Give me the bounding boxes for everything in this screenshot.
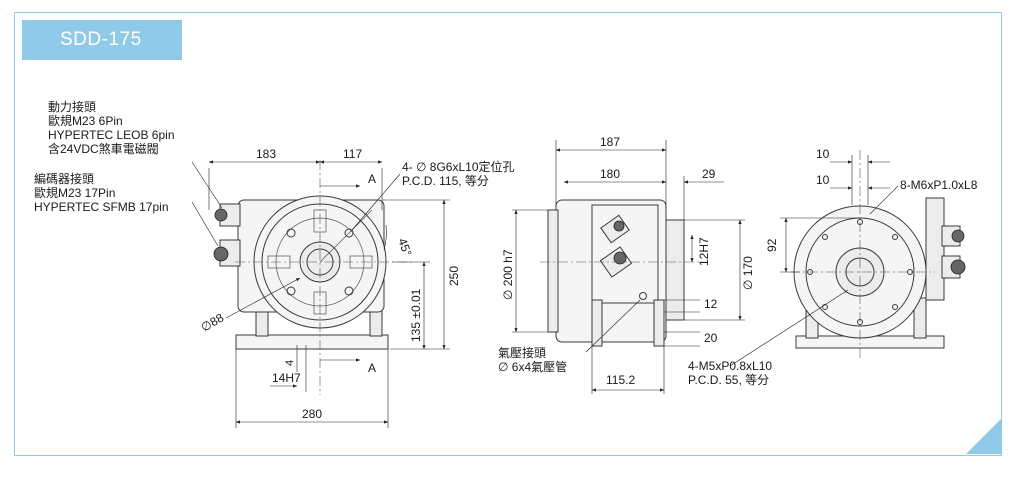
front-view: 183 117 A A 45° 250 135 ±0.01 ∅88 4 14H7… <box>191 147 461 428</box>
encoder-connector-line2: 歐規M23 17Pin <box>34 186 116 200</box>
rear-screws-leader <box>729 289 849 367</box>
rear-connector-housing <box>925 197 945 301</box>
dim-12: 12 <box>704 297 718 311</box>
rear-screws-line2: P.C.D. 55, 等分 <box>688 373 770 387</box>
power-leader <box>191 161 223 209</box>
encoder-connector-label: 編碼器接頭 歐規M23 17Pin HYPERTEC SFMB 17pin <box>34 172 169 214</box>
side-view: 187 180 29 ∅ 200 h7 ∅ 170 12H7 12 20 115… <box>501 135 755 394</box>
rear-thread-hole-4 <box>892 304 898 310</box>
section-a-top: A <box>368 172 376 186</box>
dim-187: 187 <box>600 135 620 149</box>
dim-135: 135 ±0.01 <box>409 288 423 342</box>
rear-thread-hole-1 <box>857 219 863 225</box>
locating-leader <box>351 173 401 231</box>
locating-holes-line1: 4- ∅ 8G6xL10定位孔 <box>402 160 515 174</box>
side-left-leg <box>591 299 603 347</box>
air-connector-label: 氣壓接頭 ∅ 6x4氣壓管 <box>498 346 567 374</box>
dim-29: 29 <box>702 167 716 181</box>
dim-4: 4 <box>284 360 296 366</box>
dim-14h7: 14H7 <box>272 371 301 385</box>
dim-10b: 10 <box>816 173 830 187</box>
model-title: SDD-175 <box>60 29 142 50</box>
rear-thread-hole-3 <box>907 269 913 275</box>
dim-92: 92 <box>765 238 779 252</box>
dim-20: 20 <box>704 331 718 345</box>
front-45deg-line <box>319 209 373 263</box>
dim-200h7: ∅ 200 h7 <box>501 249 515 300</box>
dim-10a: 10 <box>816 147 830 161</box>
front-locating-hole-3 <box>286 286 296 296</box>
dim-115: 115.2 <box>606 373 635 387</box>
locating-holes-line2: P.C.D. 115, 等分 <box>402 174 489 188</box>
front-locating-hole-1 <box>286 228 296 238</box>
front-base-plate <box>235 334 389 350</box>
front-encoder-connector <box>213 239 241 267</box>
side-air-port <box>639 292 647 300</box>
section-a-bottom: A <box>368 361 376 375</box>
rear-thread-label: 8-M6xP1.0xL8 <box>900 178 978 192</box>
side-power-connector <box>600 214 630 244</box>
dim-280: 280 <box>302 407 322 421</box>
locating-holes-label: 4- ∅ 8G6xL10定位孔 P.C.D. 115, 等分 <box>402 160 515 188</box>
corner-decoration <box>966 418 1002 454</box>
side-rear-hub <box>665 219 685 321</box>
rear-power-connector <box>941 225 965 247</box>
dim-170: ∅ 170 <box>741 256 755 290</box>
rear-view: 10 10 92 <box>729 147 966 367</box>
rear-encoder-connector <box>941 255 966 279</box>
rear-thread-hole-2 <box>892 234 898 240</box>
dim-117: 117 <box>343 147 362 161</box>
rear-thread-hole-7 <box>807 269 813 275</box>
air-connector-line2: ∅ 6x4氣壓管 <box>498 360 568 374</box>
encoder-connector-line1: 編碼器接頭 <box>34 172 95 186</box>
front-locating-hole-2 <box>344 228 354 238</box>
dim-180: 180 <box>600 167 620 181</box>
power-connector-label: 動力接頭 歐規M23 6Pin HYPERTEC LEOB 6pin 含24VD… <box>48 100 175 156</box>
dim-250: 250 <box>447 266 461 286</box>
power-connector-line1: 動力接頭 <box>48 100 97 114</box>
dim-183: 183 <box>256 147 276 161</box>
power-connector-line2: 歐規M23 6Pin <box>48 114 123 128</box>
dim-88: ∅88 <box>199 310 227 334</box>
rear-thread-hole-5 <box>857 319 863 325</box>
dim-45deg: 45° <box>395 236 414 258</box>
side-right-leg <box>653 299 665 347</box>
rear-thread-leader <box>869 185 899 215</box>
power-connector-line3: HYPERTEC LEOB 6pin <box>48 128 175 142</box>
encoder-leader <box>191 201 219 247</box>
front-power-connector <box>214 203 241 227</box>
air-leader <box>585 299 641 353</box>
model-title-tab: SDD-175 <box>22 20 182 60</box>
dim-12h7: 12H7 <box>697 237 711 266</box>
front-locating-hole-4 <box>344 286 354 296</box>
rear-thread-hole-8 <box>822 234 828 240</box>
air-connector-line1: 氣壓接頭 <box>498 346 547 360</box>
side-faceplate <box>547 209 559 333</box>
dim-line-88 <box>225 277 301 319</box>
power-connector-line4: 含24VDC煞車電磁閥 <box>48 142 159 156</box>
encoder-connector-line3: HYPERTEC SFMB 17pin <box>34 200 169 214</box>
angle-arc <box>383 224 387 251</box>
